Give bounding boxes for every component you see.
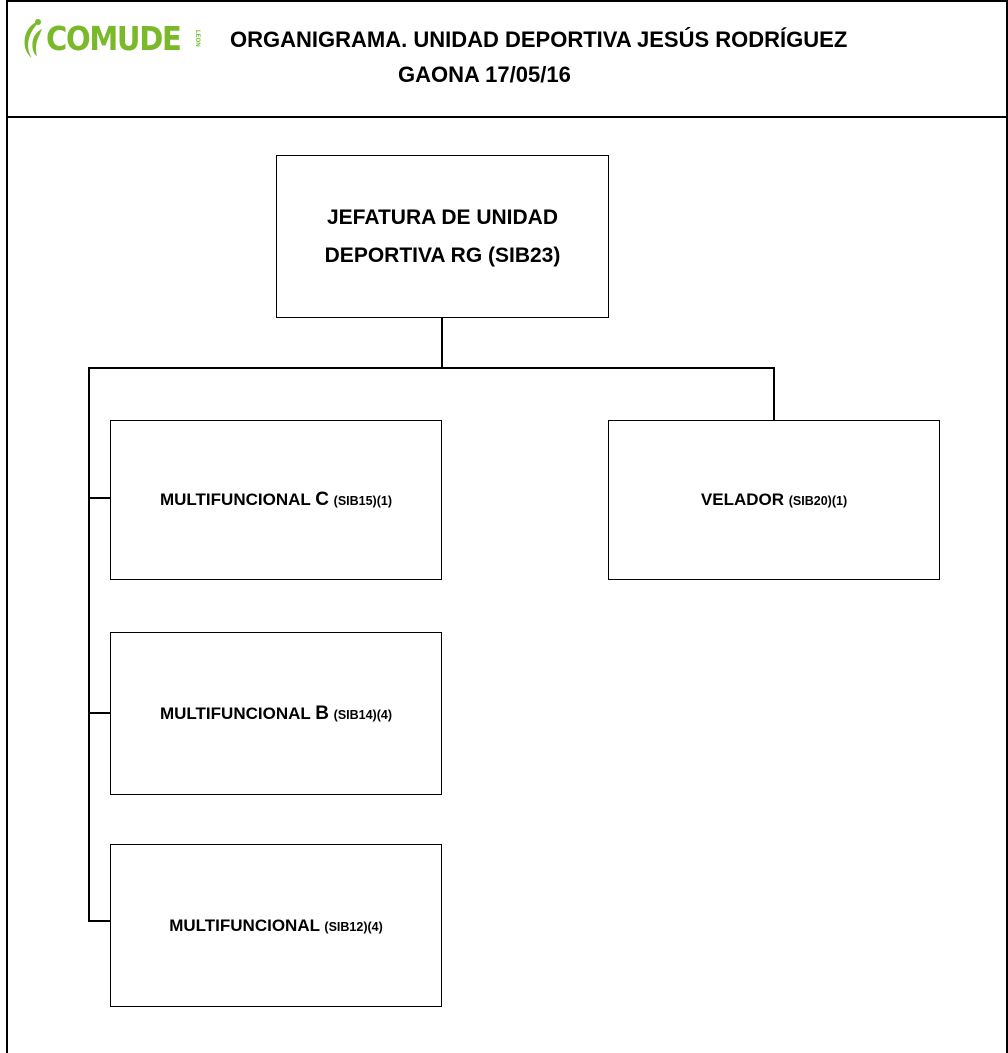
org-node-multifuncional: MULTIFUNCIONAL (SIB12)(4) xyxy=(110,844,442,1007)
root-label-line-1: JEFATURA DE UNIDAD xyxy=(326,205,558,229)
node-code: (SIB15) xyxy=(333,494,377,508)
connector-root-down xyxy=(441,318,443,369)
page-frame xyxy=(6,0,1008,1053)
comude-swoosh-icon xyxy=(24,19,42,58)
node-code: (SIB12) xyxy=(324,919,368,934)
connector-horizontal-bus xyxy=(88,367,775,369)
node-code: (SIB20) xyxy=(788,494,832,508)
logo-subtext: LEON xyxy=(194,30,200,47)
title-line-1: ORGANIGRAMA. UNIDAD DEPORTIVA JESÚS RODR… xyxy=(230,27,848,52)
root-label-line-2: DEPORTIVA RG (SIB23) xyxy=(324,243,561,267)
connector-left-trunk xyxy=(88,367,90,922)
org-node-multifuncional-c: MULTIFUNCIONAL C (SIB15)(1) xyxy=(110,420,442,580)
node-code: (SIB14) xyxy=(333,707,377,722)
org-node-velador: VELADOR (SIB20)(1) xyxy=(608,420,940,580)
connector-branch-1 xyxy=(88,497,110,499)
node-name: MULTIFUNCIONAL xyxy=(169,915,320,935)
node-count: (1) xyxy=(831,494,848,508)
node-count: (4) xyxy=(376,707,393,722)
node-name: MULTIFUNCIONAL xyxy=(159,703,311,723)
comude-logo: COMUDE LEON xyxy=(18,16,200,60)
node-name: MULTIFUNCIONAL xyxy=(159,490,311,509)
page-title: ORGANIGRAMA. UNIDAD DEPORTIVA JESÚS RODR… xyxy=(230,22,996,92)
node-grade: C xyxy=(315,489,329,510)
node-count: (4) xyxy=(367,919,383,934)
node-name: VELADOR xyxy=(700,490,785,509)
connector-branch-3 xyxy=(88,920,110,922)
logo-text: COMUDE xyxy=(46,18,182,58)
org-node-multifuncional-b: MULTIFUNCIONAL B (SIB14)(4) xyxy=(110,632,442,795)
connector-right-drop xyxy=(773,367,775,420)
connector-branch-2 xyxy=(88,712,110,714)
header-divider xyxy=(6,116,1008,118)
title-line-2: GAONA 17/05/16 xyxy=(398,62,571,87)
node-count: (1) xyxy=(376,494,393,508)
org-node-jefatura: JEFATURA DE UNIDAD DEPORTIVA RG (SIB23) xyxy=(276,155,609,318)
node-grade: B xyxy=(315,702,329,724)
